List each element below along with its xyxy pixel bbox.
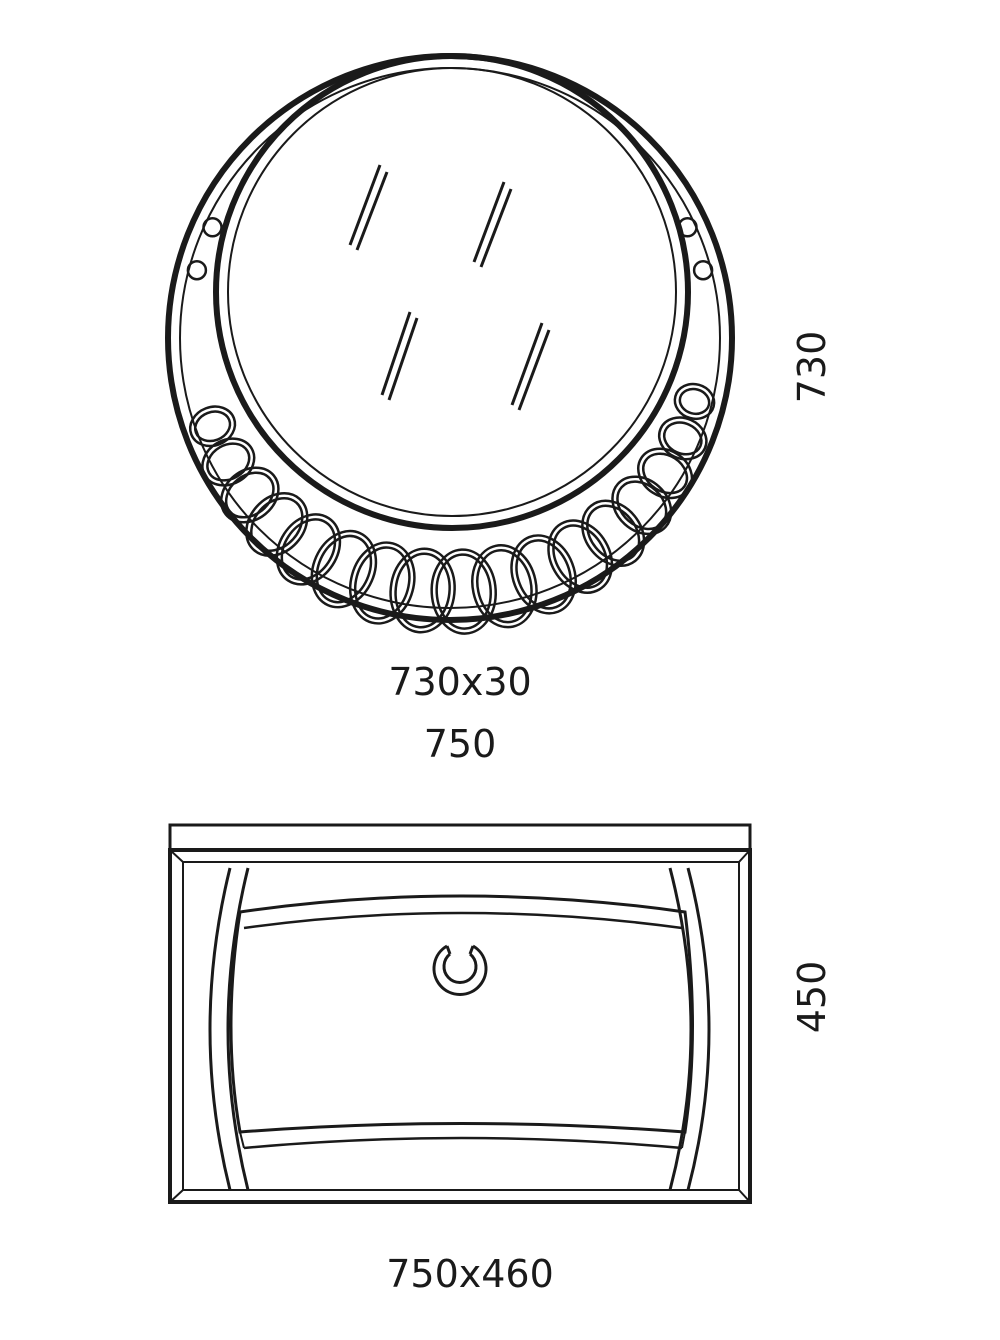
decorative-rings bbox=[186, 217, 716, 635]
decorative-ring bbox=[581, 499, 646, 567]
decorative-ring bbox=[250, 497, 304, 552]
decorative-ring bbox=[430, 548, 497, 635]
decorative-ring bbox=[349, 541, 416, 625]
mirror-reflection-marks bbox=[348, 164, 551, 411]
cabinet-height-label: 450 bbox=[790, 960, 834, 1034]
decorative-ring bbox=[224, 471, 275, 519]
vanity-cabinet bbox=[168, 823, 752, 1204]
mirror-size-label: 730x30 bbox=[388, 660, 532, 704]
round-mirror bbox=[165, 53, 735, 635]
drawer-handle bbox=[432, 944, 488, 996]
decorative-ring bbox=[552, 524, 609, 589]
decorative-ring bbox=[394, 552, 451, 629]
decorative-ring bbox=[186, 259, 208, 281]
decorative-ring bbox=[611, 475, 673, 536]
mirror-frame-inner bbox=[213, 53, 691, 531]
decorative-ring bbox=[471, 544, 538, 629]
decorative-ring bbox=[637, 447, 694, 500]
cabinet-countertop bbox=[168, 823, 752, 852]
decorative-ring bbox=[310, 529, 378, 609]
decorative-ring bbox=[435, 553, 492, 630]
decorative-ring bbox=[202, 217, 223, 238]
decorative-ring bbox=[193, 410, 232, 443]
left-side-trim bbox=[208, 867, 232, 1191]
decorative-ring bbox=[353, 546, 411, 620]
decorative-ring bbox=[586, 504, 641, 563]
decorative-ring bbox=[616, 480, 668, 531]
decorative-ring bbox=[206, 442, 251, 482]
decorative-ring bbox=[510, 534, 577, 615]
mirror-height-label: 730 bbox=[790, 330, 834, 404]
decorative-ring bbox=[315, 534, 373, 604]
decorative-ring bbox=[678, 387, 711, 416]
decorative-ring bbox=[275, 513, 342, 586]
drawer-panel bbox=[229, 894, 694, 1134]
decorative-ring bbox=[280, 518, 337, 581]
cabinet-body bbox=[168, 848, 752, 1204]
decorative-ring bbox=[476, 549, 533, 624]
cabinet-width-label: 750 bbox=[423, 722, 497, 766]
decorative-ring bbox=[692, 259, 714, 281]
right-side-trim bbox=[668, 867, 693, 1191]
decorative-ring bbox=[245, 492, 309, 557]
decorative-ring bbox=[188, 405, 237, 448]
decorative-ring bbox=[389, 547, 456, 634]
cabinet-inner-panel bbox=[182, 861, 740, 1191]
cabinet-size-label: 750x460 bbox=[386, 1252, 554, 1296]
decorative-ring bbox=[201, 437, 256, 487]
decorative-ring bbox=[677, 217, 698, 238]
decorative-ring bbox=[657, 416, 708, 461]
decorative-ring bbox=[219, 466, 280, 524]
mirror-glass-edge bbox=[227, 67, 677, 517]
decorative-ring bbox=[515, 539, 572, 610]
decorative-ring bbox=[673, 382, 716, 421]
decorative-ring bbox=[547, 519, 614, 594]
